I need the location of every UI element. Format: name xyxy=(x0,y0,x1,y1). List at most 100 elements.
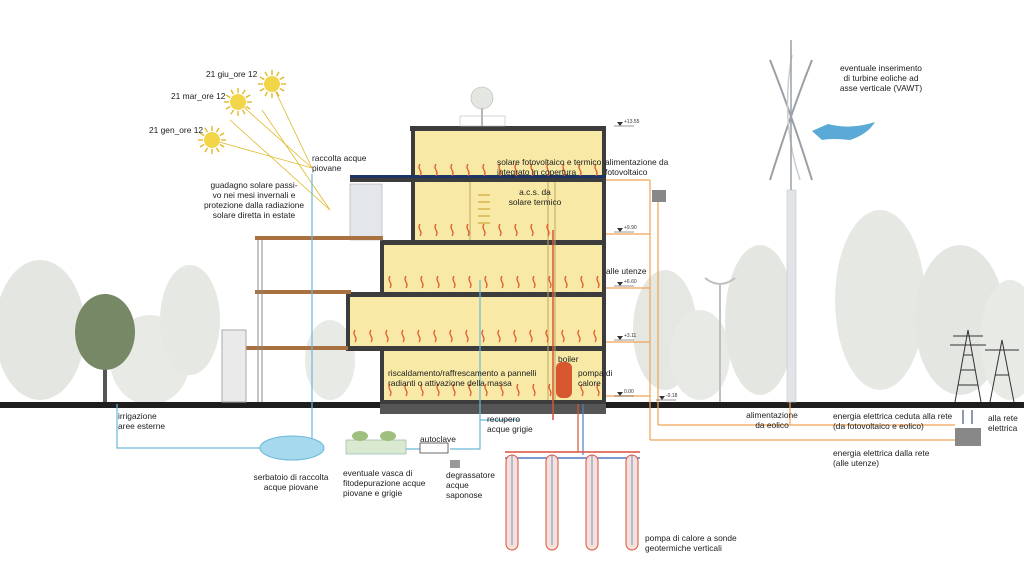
level-marker-label: +3.11 xyxy=(624,333,637,339)
heat-wave-icon xyxy=(580,275,584,289)
background-trees xyxy=(0,210,1024,405)
heat-wave-icon xyxy=(546,163,550,177)
heat-wave-icon xyxy=(449,329,453,343)
energy-to-grid-label: energia elettrica ceduta alla rete (da f… xyxy=(833,411,953,431)
heat-wave-icon xyxy=(450,163,454,177)
heat-wave-icon xyxy=(514,223,518,237)
heat-wave-icon xyxy=(481,329,485,343)
degreaser-box xyxy=(450,460,460,468)
boiler-label: boiler xyxy=(558,354,579,364)
heat-wave-icon xyxy=(404,275,408,289)
wind-supply-label: alimentazione da eolico xyxy=(746,410,798,430)
solar-pv-thermal-label: solare fotovoltaico e termico integrato … xyxy=(497,157,602,177)
acs-solar-label: a.c.s. da solare termico xyxy=(508,187,562,207)
rain-collection-label: raccolta acque piovane xyxy=(312,153,367,173)
heat-wave-icon xyxy=(578,163,582,177)
geothermal-probes xyxy=(505,404,640,551)
rain-tank xyxy=(259,435,325,461)
level-marker-label: +13.55 xyxy=(624,119,640,125)
building-section xyxy=(221,86,606,420)
radiant-label: riscaldamento/raffrescamento a pannelli … xyxy=(388,368,537,388)
phyto-basin xyxy=(345,431,407,455)
heat-wave-icon xyxy=(388,275,392,289)
grey-water-label: recupero acque grigie xyxy=(487,414,533,434)
sun-equinox-label: 21 mar_ore 12 xyxy=(171,91,226,101)
room-2 xyxy=(415,182,603,240)
sun-icon xyxy=(224,88,252,116)
sun-summer-label: 21 giu_ore 12 xyxy=(206,69,258,79)
foreground-tree xyxy=(75,294,135,404)
wind-arrow xyxy=(812,122,875,140)
heat-wave-icon xyxy=(468,275,472,289)
heat-wave-icon xyxy=(594,163,598,177)
street-lamp xyxy=(704,277,736,402)
heat-wave-icon xyxy=(404,383,408,397)
autoclave-label: autoclave xyxy=(420,434,456,444)
heat-wave-icon xyxy=(466,163,470,177)
boiler-tank xyxy=(556,362,572,398)
wind-turbine-label: eventuale inserimento di turbine eoliche… xyxy=(839,63,923,93)
heat-wave-icon xyxy=(466,223,470,237)
heat-wave-icon xyxy=(388,383,392,397)
irrigation-label: irrigazione aree esterne xyxy=(118,411,166,431)
heat-wave-icon xyxy=(484,383,488,397)
heat-wave-icon xyxy=(593,329,597,343)
heat-wave-icon xyxy=(530,163,534,177)
rain-tank-label: serbatoio di raccolta acque piovane xyxy=(253,472,329,492)
heat-wave-icon xyxy=(452,275,456,289)
heat-wave-icon xyxy=(434,223,438,237)
level-marker-label: -0.18 xyxy=(666,393,678,399)
heat-wave-icon xyxy=(484,275,488,289)
suns xyxy=(198,70,286,154)
heat-wave-icon xyxy=(548,275,552,289)
geothermal-label: pompa di calore a sonde geotermiche vert… xyxy=(645,533,737,553)
heat-wave-icon xyxy=(450,223,454,237)
room-top xyxy=(415,130,603,180)
sun-icon xyxy=(258,70,286,98)
heat-wave-icon xyxy=(482,223,486,237)
heat-wave-icon xyxy=(532,275,536,289)
heat-wave-icon xyxy=(436,383,440,397)
heat-wave-icon xyxy=(580,383,584,397)
level-marker-label: +9.90 xyxy=(624,225,637,231)
to-grid-label: alla rete elettrica xyxy=(988,413,1018,433)
pv-inverter xyxy=(652,190,666,202)
heat-wave-icon xyxy=(353,329,357,343)
heat-wave-icon xyxy=(418,163,422,177)
heat-wave-icon xyxy=(513,329,517,343)
heat-wave-icon xyxy=(465,329,469,343)
heat-wave-icon xyxy=(514,163,518,177)
phyto-basin-label: eventuale vasca di fitodepurazione acque… xyxy=(343,468,426,498)
heat-wave-icon xyxy=(498,163,502,177)
heat-pump-label: pompa di calore xyxy=(578,368,613,388)
wind-turbine xyxy=(769,40,813,403)
heat-wave-icon xyxy=(385,329,389,343)
stair xyxy=(478,194,490,224)
energy-from-grid-label: energia elettrica dalla rete (alle utenz… xyxy=(833,448,930,468)
heat-wave-icon xyxy=(532,383,536,397)
pv-supply-label: alimentazione da fotovoltaico xyxy=(605,157,669,177)
degreaser-label: degrassatore acque saponose xyxy=(446,470,495,500)
heat-wave-icon xyxy=(561,329,565,343)
heat-wave-icon xyxy=(401,329,405,343)
sun-rays xyxy=(211,83,331,211)
heat-wave-icon xyxy=(417,329,421,343)
solar-gain-label: guadagno solare passi- vo nei mesi inver… xyxy=(203,180,305,220)
heat-wave-icon xyxy=(433,329,437,343)
heat-wave-icon xyxy=(418,223,422,237)
power-pylons xyxy=(950,329,1019,403)
radiant-heating-icons xyxy=(353,163,600,397)
heat-wave-icon xyxy=(420,275,424,289)
heat-wave-icon xyxy=(577,329,581,343)
level-marker-label: +6.60 xyxy=(624,279,637,285)
heat-wave-icon xyxy=(548,383,552,397)
heat-wave-icon xyxy=(468,383,472,397)
heat-wave-icon xyxy=(516,275,520,289)
heat-wave-icon xyxy=(545,329,549,343)
floor-slabs xyxy=(346,126,606,414)
heat-wave-icon xyxy=(500,383,504,397)
level-marker-label: 0.00 xyxy=(624,389,634,395)
heat-wave-icon xyxy=(369,329,373,343)
heat-wave-icon xyxy=(452,383,456,397)
